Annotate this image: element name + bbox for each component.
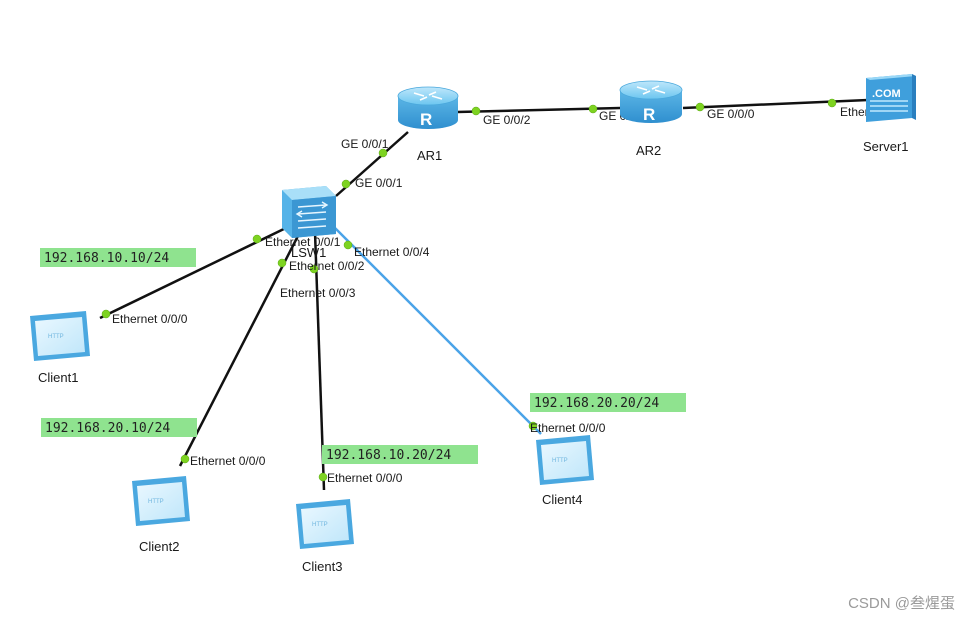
port-dot	[378, 148, 388, 158]
server-server1[interactable]: .COM Server1	[863, 74, 916, 154]
port-dot	[252, 234, 262, 244]
client-client2[interactable]: HTTP Client2	[132, 476, 190, 554]
port-label-ar1-ge001: GE 0/0/1	[341, 137, 389, 151]
client-client4[interactable]: HTTP Client4	[536, 435, 594, 507]
port-label-client3-eth000: Ethernet 0/0/0	[327, 471, 403, 485]
device-label-server1: Server1	[863, 139, 909, 154]
port-dot	[101, 309, 111, 319]
router-icon: R	[619, 80, 683, 124]
port-label-lsw1-eth003: Ethernet 0/0/3	[280, 286, 356, 300]
port-label-client4-eth000: Ethernet 0/0/0	[530, 421, 606, 435]
http-client-icon: HTTP	[296, 499, 354, 549]
port-label-lsw1-eth001: Ethernet 0/0/1	[265, 235, 341, 249]
port-dot	[341, 179, 351, 189]
ip-text: 192.168.20.10/24	[45, 421, 170, 436]
http-badge: HTTP	[552, 458, 568, 464]
device-label-lsw1: LSW1	[291, 245, 326, 260]
router-ar1[interactable]: R AR1	[397, 86, 459, 163]
device-label-ar1: AR1	[417, 148, 442, 163]
port-dots	[101, 98, 837, 482]
device-label-client4: Client4	[542, 492, 582, 507]
port-dot	[471, 106, 481, 116]
port-label-lsw1-eth004: Ethernet 0/0/4	[354, 245, 430, 259]
client-client1[interactable]: HTTP Client1	[30, 311, 90, 385]
port-label-lsw1-ge001: GE 0/0/1	[355, 176, 403, 190]
svg-text:R: R	[643, 105, 655, 124]
ip-label-client2: 192.168.20.10/24	[41, 418, 197, 437]
device-label-client2: Client2	[139, 539, 179, 554]
link-ar2-server1	[682, 98, 869, 110]
svg-text:R: R	[420, 110, 432, 129]
port-dot	[588, 104, 598, 114]
http-client-icon: HTTP	[536, 435, 594, 485]
port-dot	[318, 472, 328, 482]
link-lsw1-client1	[99, 224, 291, 320]
router-ar2[interactable]: R AR2	[619, 80, 683, 158]
port-label-ar2-ge000: GE 0/0/0	[707, 107, 755, 121]
switch-lsw1[interactable]: LSW1	[282, 186, 336, 260]
http-badge: HTTP	[312, 522, 328, 528]
router-icon: R	[397, 86, 459, 129]
port-labels: GE 0/0/1 GE 0/0/1 GE 0/0/2 GE 0/0/1 GE 0…	[112, 105, 916, 485]
client-client3[interactable]: HTTP Client3	[296, 499, 354, 574]
link-lsw1-client2	[178, 231, 302, 467]
ip-label-client4: 192.168.20.20/24	[530, 393, 686, 412]
port-dot	[528, 421, 538, 431]
port-label-ar1-ge002: GE 0/0/2	[483, 113, 531, 127]
port-dot	[277, 258, 287, 268]
watermark: CSDN @叁煋蛋	[848, 595, 955, 612]
switch-icon	[282, 186, 336, 238]
device-label-client1: Client1	[38, 370, 78, 385]
http-badge: HTTP	[148, 499, 164, 505]
ip-label-client1: 192.168.10.10/24	[40, 248, 196, 267]
port-dot	[695, 102, 705, 112]
link-lsw1-client4	[334, 227, 542, 435]
ip-text: 192.168.20.20/24	[534, 396, 659, 411]
links	[99, 98, 869, 491]
ip-text: 192.168.10.20/24	[326, 448, 451, 463]
http-client-icon: HTTP	[30, 311, 90, 361]
port-label-lsw1-eth002: Ethernet 0/0/2	[289, 259, 365, 273]
http-client-icon: HTTP	[132, 476, 190, 526]
port-dot	[343, 240, 353, 250]
device-label-client3: Client3	[302, 559, 342, 574]
port-dot	[180, 454, 190, 464]
server-icon: .COM	[866, 74, 916, 122]
device-label-ar2: AR2	[636, 143, 661, 158]
ip-label-client3: 192.168.10.20/24	[322, 445, 478, 464]
port-dot	[309, 264, 319, 274]
server-badge: .COM	[872, 88, 901, 100]
port-label-client1-eth000: Ethernet 0/0/0	[112, 312, 188, 326]
port-dot	[827, 98, 837, 108]
http-badge: HTTP	[48, 334, 64, 340]
ip-text: 192.168.10.10/24	[44, 251, 169, 266]
port-label-client2-eth000: Ethernet 0/0/0	[190, 454, 266, 468]
